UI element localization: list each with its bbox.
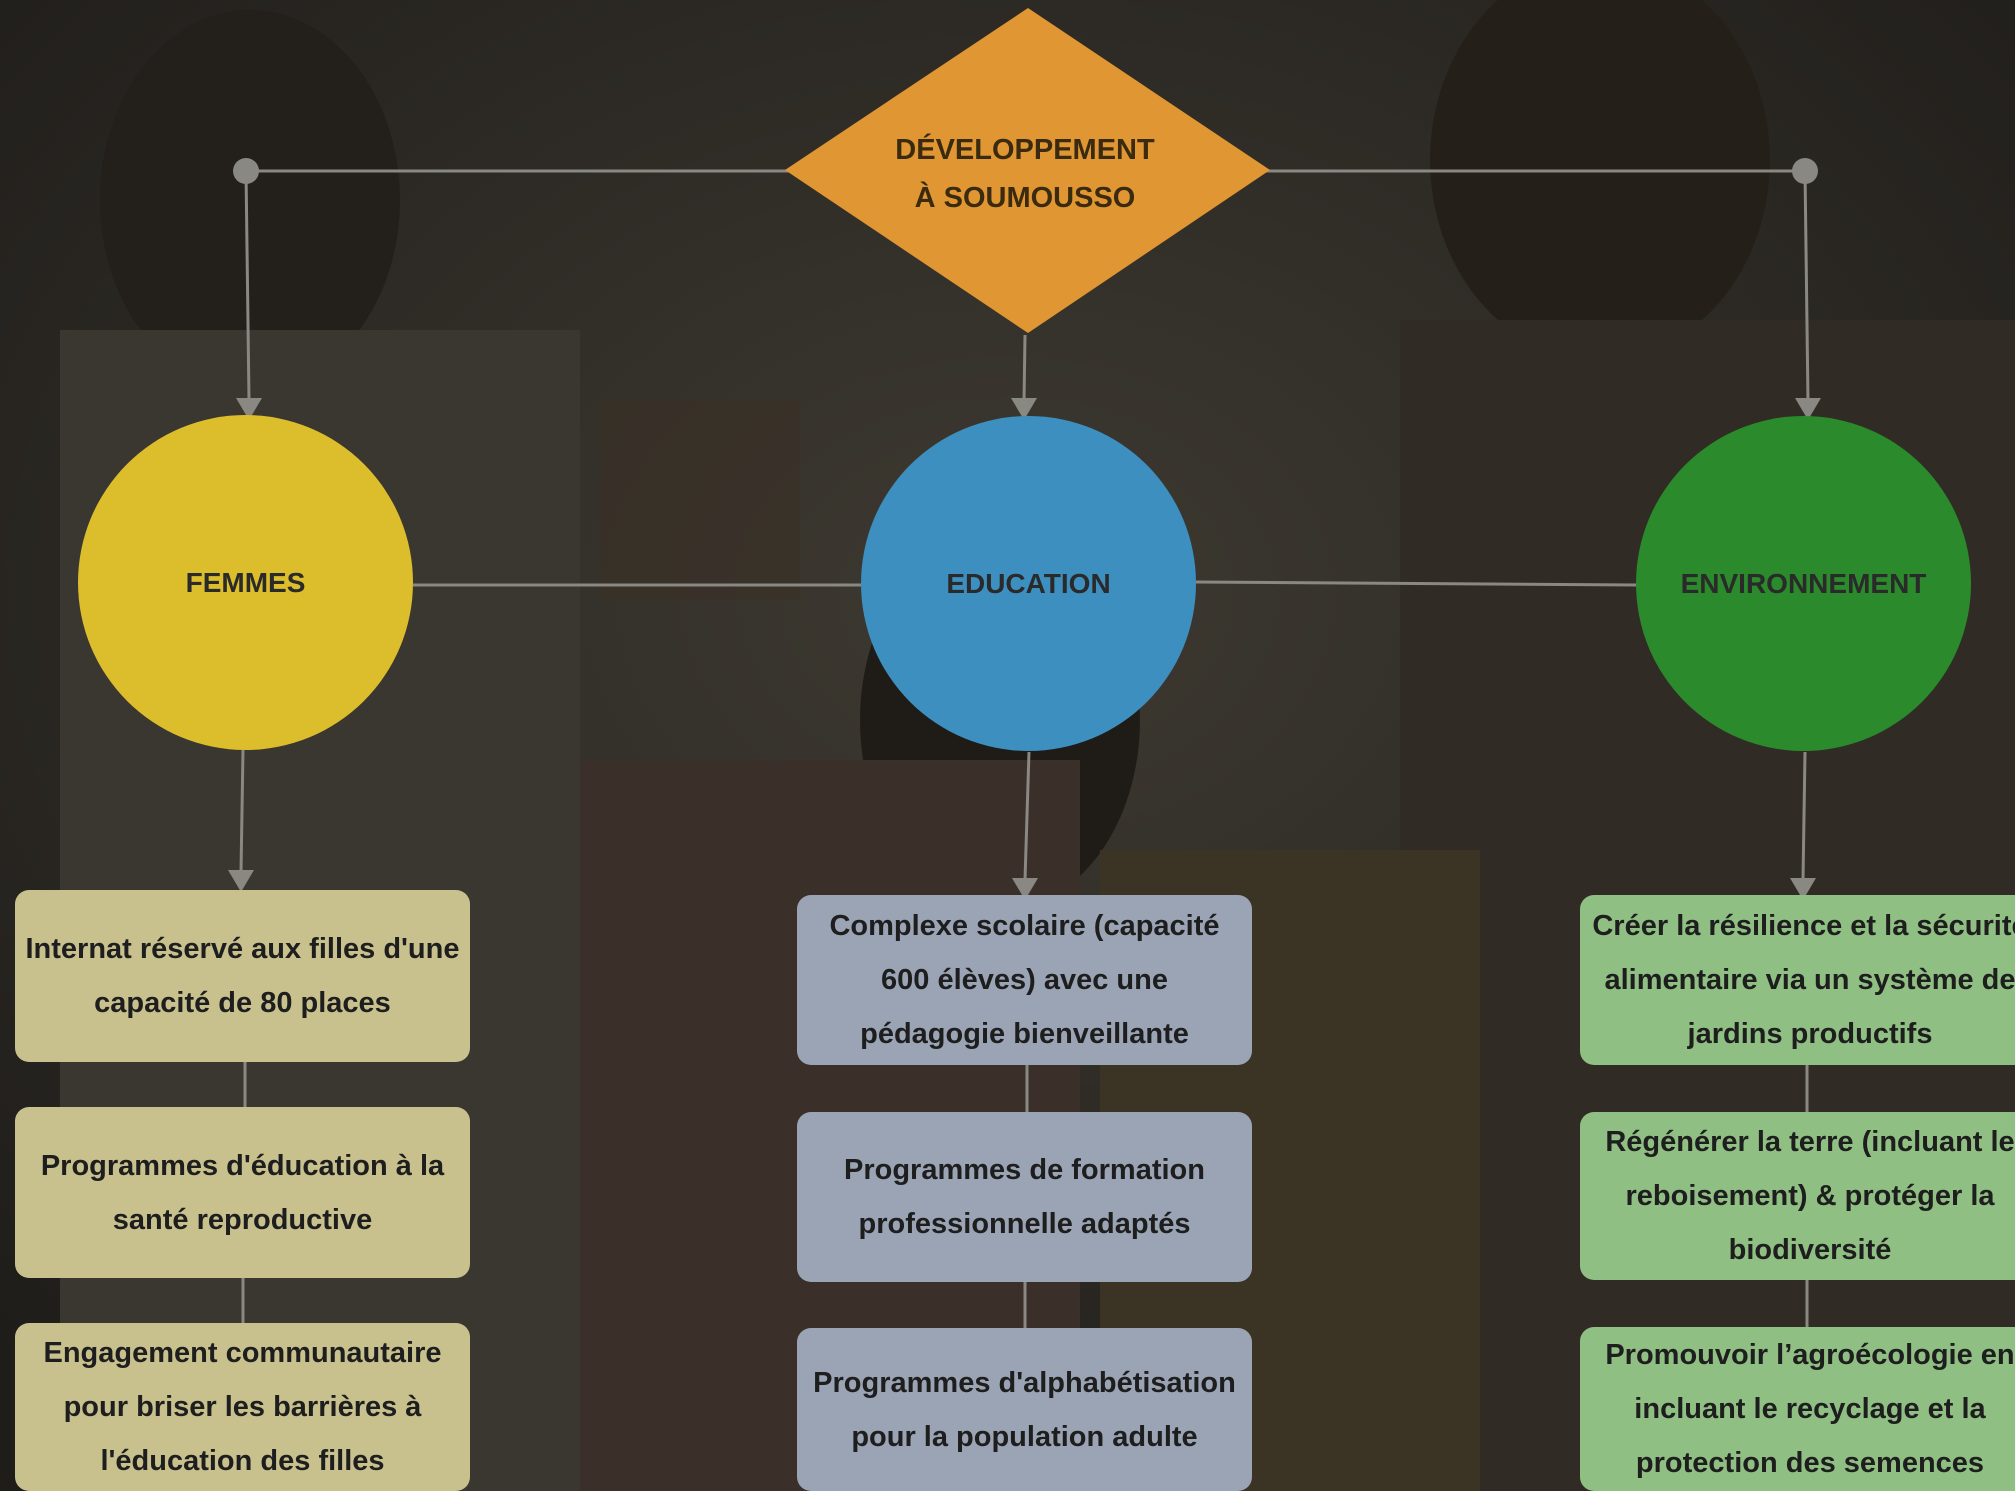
category-environnement: ENVIRONNEMENT [1636, 416, 1971, 751]
environnement-item-3: Promouvoir l’agroécologie en incluant le… [1580, 1327, 2015, 1491]
femmes-item-1-text: Internat réservé aux filles d'une capaci… [25, 933, 460, 1019]
education-item-3-text: Programmes d'alphabétisation pour la pop… [813, 1366, 1236, 1453]
education-item-2-text: Programmes de formation professionnelle … [844, 1154, 1205, 1240]
femmes-item-1: Internat réservé aux filles d'une capaci… [15, 890, 470, 1062]
education-item-1-text: Complexe scolaire (capacité 600 élèves) … [829, 910, 1220, 1050]
femmes-item-2: Programmes d'éducation à la santé reprod… [15, 1107, 470, 1278]
root-title-line-2: À SOUMOUSSO [914, 182, 1136, 214]
femmes-item-3-text: Engagement communautaire pour briser les… [43, 1337, 442, 1477]
category-education-label: EDUCATION [946, 567, 1111, 599]
category-femmes: FEMMES [78, 415, 413, 750]
category-environnement-label: ENVIRONNEMENT [1680, 567, 1927, 599]
category-femmes-label: FEMMES [185, 566, 306, 598]
environnement-item-1-text: Créer la résilience et la sécurité alime… [1592, 910, 2015, 1050]
environnement-item-2: Régénérer la terre (incluant le reboisem… [1580, 1112, 2015, 1280]
education-item-1: Complexe scolaire (capacité 600 élèves) … [797, 895, 1252, 1065]
education-item-2: Programmes de formation professionnelle … [797, 1112, 1252, 1282]
femmes-item-2-text: Programmes d'éducation à la santé reprod… [40, 1149, 445, 1236]
root-title: DÉVELOPPEMENT À SOUMOUSSO [860, 126, 1190, 222]
environnement-item-2-text: Régénérer la terre (incluant le reboisem… [1605, 1126, 2015, 1266]
environnement-item-3-text: Promouvoir l’agroécologie en incluant le… [1605, 1339, 2015, 1479]
root-diamond [785, 8, 1270, 333]
femmes-item-3: Engagement communautaire pour briser les… [15, 1323, 470, 1491]
environnement-item-1: Créer la résilience et la sécurité alime… [1580, 895, 2015, 1065]
education-item-3: Programmes d'alphabétisation pour la pop… [797, 1328, 1252, 1491]
root-title-line-1: DÉVELOPPEMENT [895, 134, 1155, 166]
category-education: EDUCATION [861, 416, 1196, 751]
